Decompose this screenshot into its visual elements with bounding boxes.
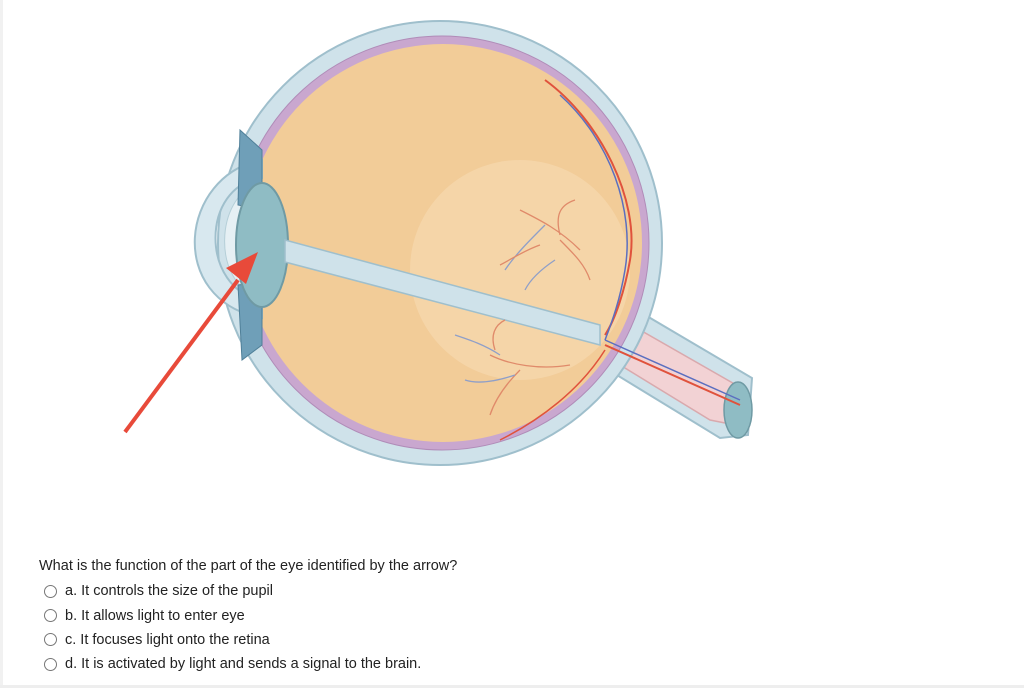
question-text: What is the function of the part of the …: [39, 558, 458, 574]
vitreous-highlight: [410, 160, 630, 380]
vessel-red-bottom: [499, 349, 606, 441]
option-a[interactable]: a. It controls the size of the pupil: [44, 579, 421, 603]
retinal-vessels-lower: [454, 319, 571, 416]
radio-button-d[interactable]: [44, 657, 57, 671]
answer-options: a. It controls the size of the pupil b. …: [44, 579, 421, 677]
option-d-label[interactable]: d. It is activated by light and sends a …: [65, 656, 422, 673]
option-b-label[interactable]: b. It allows light to enter eye: [65, 607, 245, 624]
option-d[interactable]: d. It is activated by light and sends a …: [44, 652, 421, 676]
option-c[interactable]: c. It focuses light onto the retina: [44, 628, 421, 652]
retinal-vessels-upper: [499, 199, 591, 291]
vessel-red-nerve: [604, 344, 741, 406]
left-border: [0, 0, 3, 688]
option-b[interactable]: b. It allows light to enter eye: [44, 603, 421, 627]
radio-button-b[interactable]: [44, 609, 57, 623]
bottom-border: [0, 685, 1024, 688]
vessel-blue-nerve: [604, 339, 741, 401]
option-a-label[interactable]: a. It controls the size of the pupil: [65, 583, 273, 600]
vessel-red-top: [544, 79, 633, 336]
radio-button-c[interactable]: [44, 633, 57, 647]
eye-diagram-image: [123, 20, 754, 466]
optic-axis-band: [284, 239, 601, 346]
vessel-blue-top: [559, 94, 628, 341]
pointer-arrow-head: [226, 252, 258, 284]
optic-nerve-end: [723, 381, 753, 439]
pointer-arrow-line: [123, 278, 240, 434]
lens: [235, 182, 289, 308]
radio-button-a[interactable]: [44, 584, 57, 598]
option-c-label[interactable]: c. It focuses light onto the retina: [65, 631, 270, 648]
